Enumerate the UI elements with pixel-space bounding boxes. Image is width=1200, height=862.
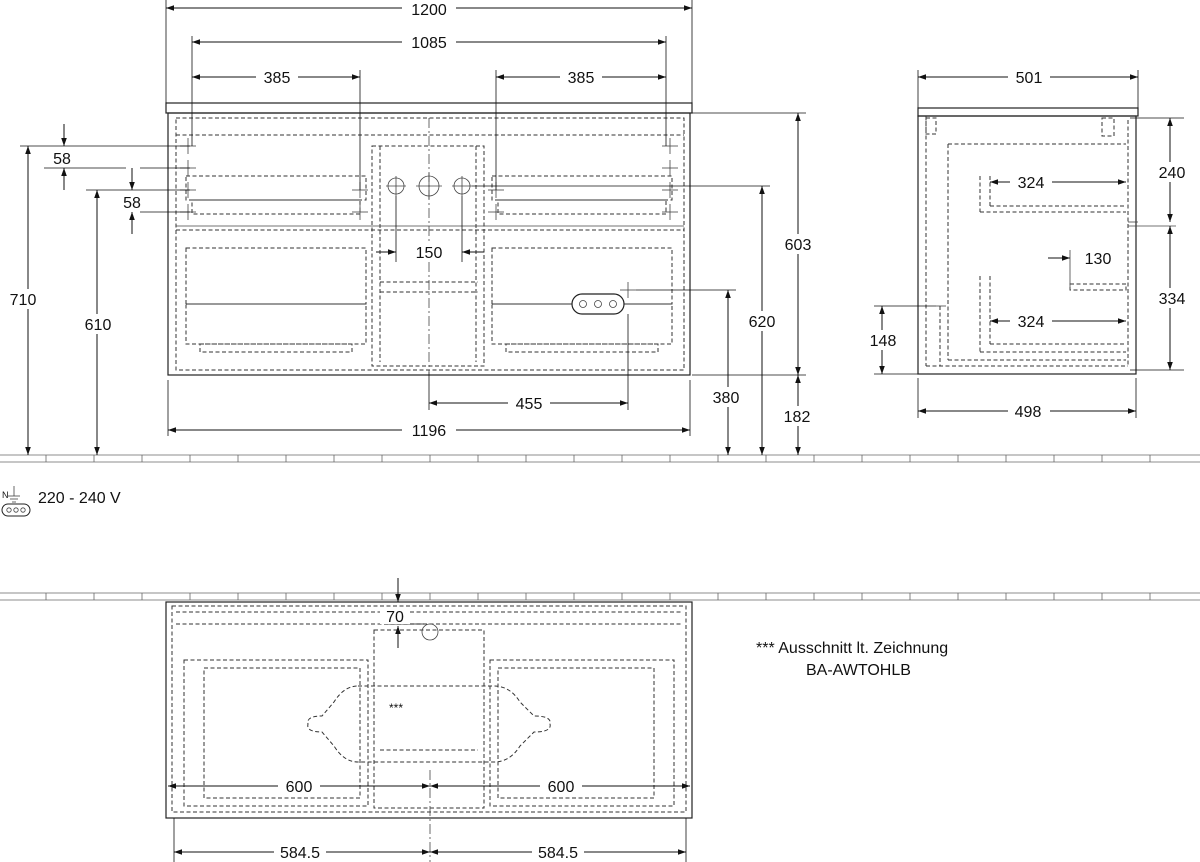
dim-1200: 1200 (411, 2, 447, 19)
side-view: 501 498 240 334 324 324 130 148 (862, 68, 1198, 421)
dim-385-right: 385 (568, 70, 595, 87)
ground-socket-icon: N (1, 486, 31, 517)
power-socket-icon (571, 293, 625, 315)
dim-130: 130 (1085, 251, 1112, 268)
top-drawer-right (489, 659, 675, 807)
dim-240: 240 (1159, 165, 1186, 182)
upper-drawer-right (491, 175, 673, 201)
dim-324-upper: 324 (1018, 175, 1045, 192)
basin-cutout (307, 685, 551, 763)
lower-drawer-left (185, 247, 367, 305)
drain-hole-icon (421, 623, 439, 641)
cutout-note-line2: BA-AWTOHLB (806, 662, 911, 679)
floor-line-upper (0, 454, 1200, 463)
side-countertop (917, 107, 1139, 117)
electrical-legend: N 220 - 240 V (1, 486, 121, 517)
center-module (371, 145, 485, 367)
side-body (917, 115, 1137, 375)
dim-58-lower: 58 (123, 195, 141, 212)
floor-line-lower (0, 592, 1200, 601)
top-drawer-left (183, 659, 369, 807)
dim-584-5-left: 584.5 (280, 845, 320, 862)
top-outline (165, 601, 693, 819)
dim-70: 70 (386, 609, 404, 626)
dim-58-upper: 58 (53, 151, 71, 168)
tap-holes (386, 173, 472, 199)
dim-334: 334 (1159, 291, 1186, 308)
dim-455: 455 (516, 396, 543, 413)
top-center-module (373, 629, 485, 809)
dim-710: 710 (10, 292, 37, 309)
neutral-letter: N (2, 490, 9, 500)
dim-620: 620 (749, 314, 776, 331)
front-view: 1200 1085 385 385 710 610 58 58 150 (2, 0, 820, 455)
dim-600-left: 600 (286, 779, 313, 796)
top-view: *** 70 600 600 584.5 584.5 *** Ausschnit… (165, 578, 948, 862)
dim-150: 150 (416, 245, 443, 262)
dim-603: 603 (785, 237, 812, 254)
dim-182: 182 (784, 409, 811, 426)
dim-498: 498 (1015, 404, 1042, 421)
dim-324-lower: 324 (1018, 314, 1045, 331)
countertop (165, 102, 693, 114)
dim-501: 501 (1016, 70, 1043, 87)
dim-380: 380 (713, 390, 740, 407)
cutout-mark: *** (389, 701, 403, 715)
dim-1085: 1085 (411, 35, 447, 52)
dim-610: 610 (85, 317, 112, 334)
voltage-label: 220 - 240 V (38, 490, 121, 507)
upper-drawer-left (185, 175, 367, 201)
dim-148: 148 (870, 333, 897, 350)
dim-600-right: 600 (548, 779, 575, 796)
dim-1196: 1196 (412, 423, 447, 440)
dim-385-left: 385 (264, 70, 291, 87)
dim-584-5-right: 584.5 (538, 845, 578, 862)
cutout-note-line1: *** Ausschnitt lt. Zeichnung (756, 640, 948, 657)
